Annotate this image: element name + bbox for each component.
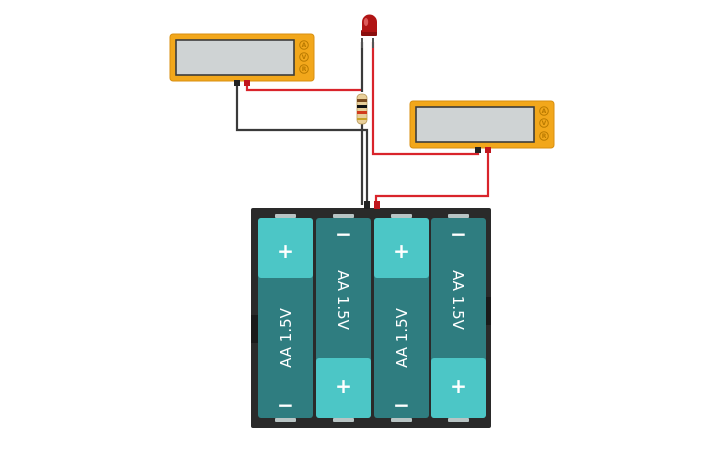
cell-terminal-sign: + [450, 374, 467, 398]
cell-label: AA 1.5V [334, 270, 352, 331]
mode-label-r: R [542, 133, 547, 140]
cell-terminal-sign: + [393, 239, 410, 263]
cell-label: AA 1.5V [277, 307, 295, 368]
battery-cell[interactable]: − + AA 1.5V [431, 214, 486, 422]
cell-terminal-sign: − [277, 393, 294, 417]
mode-button-v[interactable]: V [539, 118, 549, 128]
mode-button-r[interactable]: R [539, 131, 549, 141]
cell-label: AA 1.5V [449, 270, 467, 331]
probe-terminal-black[interactable] [234, 80, 240, 86]
battery-cell[interactable]: + − AA 1.5V [374, 214, 429, 422]
cell-terminal-sign: − [393, 393, 410, 417]
battery-pack[interactable]: + − AA 1.5V − + AA 1.5V + − AA 1.5V [251, 201, 491, 428]
mode-label-v: V [542, 120, 547, 127]
mode-button-a[interactable]: A [539, 106, 549, 116]
cell-terminal-sign: − [450, 222, 467, 246]
mode-label-v: V [302, 54, 307, 61]
mode-label-r: R [302, 66, 307, 73]
battery-terminal-negative[interactable] [364, 201, 370, 209]
cell-terminal-sign: + [335, 374, 352, 398]
wire-red-right-meter-to-battery[interactable] [374, 150, 490, 205]
mode-label-a: A [542, 108, 547, 115]
wire-red-left-meter[interactable] [245, 84, 362, 92]
probe-terminal-red[interactable] [485, 147, 491, 153]
multimeter-right[interactable]: A V R [409, 100, 555, 153]
battery-terminal-positive[interactable] [374, 201, 380, 209]
mode-button-v[interactable]: V [299, 52, 309, 62]
resistor-icon[interactable] [356, 93, 368, 125]
cell-terminal-sign: − [335, 222, 352, 246]
cell-label: AA 1.5V [393, 307, 411, 368]
battery-cell[interactable]: + − AA 1.5V [258, 214, 313, 422]
mode-button-r[interactable]: R [299, 64, 309, 74]
wire-black-left-meter[interactable] [235, 84, 369, 205]
cell-terminal-sign: + [277, 239, 294, 263]
probe-terminal-black[interactable] [475, 147, 481, 153]
probe-terminal-red[interactable] [244, 80, 250, 86]
battery-cell[interactable]: − + AA 1.5V [316, 214, 371, 422]
mode-label-a: A [302, 42, 307, 49]
led-icon[interactable] [361, 14, 377, 49]
mode-button-a[interactable]: A [299, 40, 309, 50]
multimeter-left[interactable]: A V R [169, 33, 315, 86]
